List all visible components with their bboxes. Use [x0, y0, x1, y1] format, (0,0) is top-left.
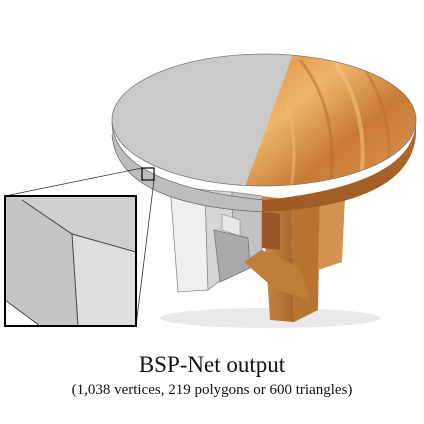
zoom-source-marker: [141, 167, 155, 181]
zoom-inset: [4, 195, 137, 327]
table-top: [111, 53, 417, 213]
zoom-connector-top: [4, 167, 143, 197]
zoom-connector-bottom: [135, 179, 155, 327]
caption-subtitle: (1,038 vertices, 219 polygons or 600 tri…: [71, 382, 353, 398]
table-render-figure: [4, 53, 417, 328]
caption-title: BSP-Net output: [138, 352, 286, 377]
wood-base: [244, 196, 345, 322]
gray-mesh-base: [169, 184, 263, 293]
